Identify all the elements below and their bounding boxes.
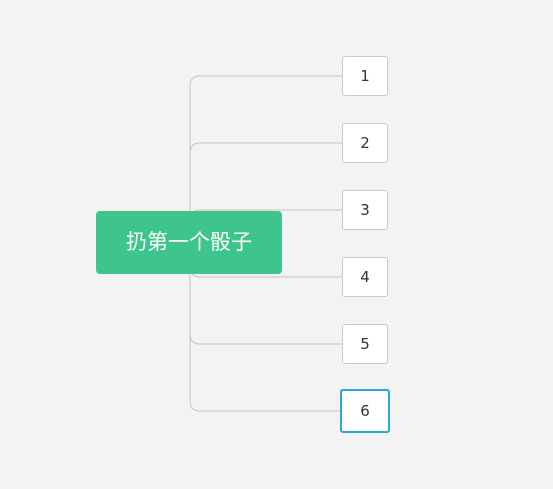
child-topic-4[interactable]: 4 — [342, 257, 388, 297]
child-topic-2[interactable]: 2 — [342, 123, 388, 163]
child-topic-5[interactable]: 5 — [342, 324, 388, 364]
child-topic-1[interactable]: 1 — [342, 56, 388, 96]
root-topic[interactable]: 扔第一个骰子 — [96, 211, 282, 274]
connector-line-1 — [189, 75, 342, 220]
connector-line-6 — [189, 265, 340, 412]
connector-line-2 — [189, 142, 342, 220]
child-topic-6[interactable]: 6 — [340, 389, 390, 433]
child-topic-3[interactable]: 3 — [342, 190, 388, 230]
